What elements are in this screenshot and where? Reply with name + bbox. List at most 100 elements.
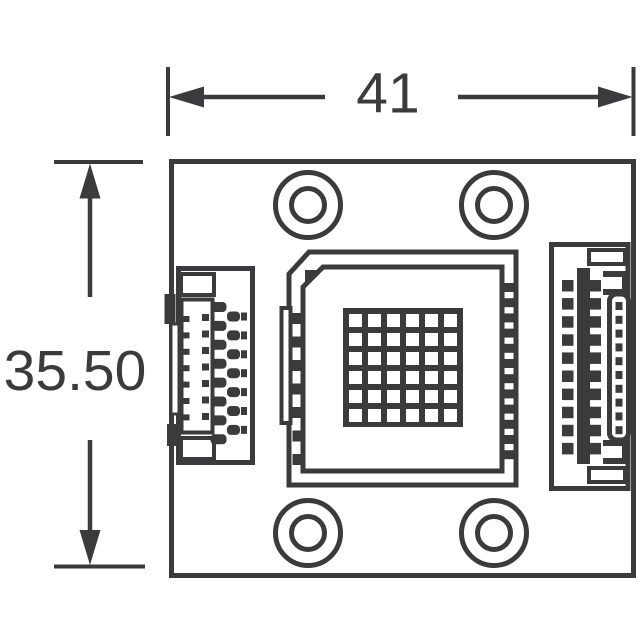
led-grid [343,308,463,427]
led-grid-cell [444,314,457,327]
connector-pad [615,315,623,324]
led-grid-cell [368,352,381,365]
connector-pin [562,352,574,364]
connector-finger [210,320,227,331]
connector-finger-tip [241,425,247,434]
left-connector-slot-pins [183,314,209,421]
mounting-hole-inner [289,514,327,552]
left-connector-tab-top [164,294,176,324]
connector-finger [227,368,240,379]
connector-pin [562,298,574,310]
connector-tooth [586,298,601,310]
package-pad [504,313,514,323]
connector-tooth [586,280,601,292]
led-grid-cell [444,352,457,365]
connector-pin [183,316,190,322]
mounting-hole-inner [475,186,513,224]
connector-finger [210,358,227,369]
package-pad [292,360,304,371]
left-connector-notch-bottom [179,436,216,461]
package-pad [504,389,514,399]
mounting-hole-outer [273,498,343,568]
package-pad [504,374,514,384]
width-dimension-label: 41 [356,62,419,126]
connector-finger [210,302,227,312]
led-grid-cell [387,352,400,365]
package-pad [504,328,514,338]
left-connector-fingers [210,302,247,445]
led-grid-cell [406,371,419,384]
height-dimension-label: 35.50 [4,339,147,403]
connector-pad [615,357,623,366]
package-left-pads [292,313,304,465]
led-grid-cell [349,390,362,403]
connector-pad [615,426,623,435]
package-pad [292,430,304,442]
package-pad [504,343,514,353]
led-grid-cell [368,314,381,327]
connector-pin [562,388,574,401]
connector-pin [202,380,209,387]
right-connector-teeth [586,280,601,455]
package-pad [292,336,304,348]
package-pad [504,298,514,308]
mounting-hole-outer [273,170,343,240]
led-grid-cell [444,371,457,384]
led-grid-cell [406,409,419,422]
connector-finger [227,349,240,360]
connector-tooth [586,316,601,328]
right-connector-latch-bottom [587,466,627,484]
led-grid-cell [368,409,381,422]
led-grid-cell [425,314,438,327]
package-pad [504,404,514,414]
led-grid-cell [368,371,381,384]
connector-tooth [586,334,601,346]
led-grid-cell [406,390,419,403]
mounting-holes [273,170,529,568]
led-grid-cell [368,333,381,346]
led-grid-cell [406,352,419,365]
led-grid-cell [425,371,438,384]
connector-pin [183,381,190,388]
right-connector-pins [562,280,574,455]
connector-pin [202,396,209,404]
led-grid-cell [349,314,362,327]
led-grid-cell [349,409,362,422]
width-dimension: 41 [166,62,636,136]
dim-arrow-down-icon [79,530,101,565]
led-grid-cell [406,314,419,327]
led-grid-cell [368,390,381,403]
connector-finger [227,330,240,341]
connector-pad [615,398,623,407]
connector-finger [210,396,227,407]
connector-finger [227,424,240,435]
connector-tooth [586,406,601,419]
package-pad [504,435,514,444]
connector-finger-tip [241,407,247,415]
connector-pin [183,398,190,404]
led-grid-cell [387,390,400,403]
left-connector-notch-top [179,272,216,297]
led-grid-cell [425,333,438,346]
package-pad [292,407,304,418]
connector-tooth [586,424,601,437]
pin1-marker-icon [305,270,322,287]
right-connector-slot [607,291,631,443]
led-grid-cell [425,409,438,422]
connector-pad [615,384,623,393]
connector-pad [615,302,623,310]
led-grid-cell [406,333,419,346]
connector-finger [210,415,227,426]
connector-pad [615,329,623,338]
connector-pin [202,314,209,321]
connector-pin [562,370,574,382]
led-grid-cell [387,314,400,327]
connector-pin [562,424,574,437]
led-grid-cell [425,352,438,365]
led-grid-cell [425,390,438,403]
connector-finger [210,339,227,350]
led-grid-cell [349,352,362,365]
left-connector [164,266,255,465]
